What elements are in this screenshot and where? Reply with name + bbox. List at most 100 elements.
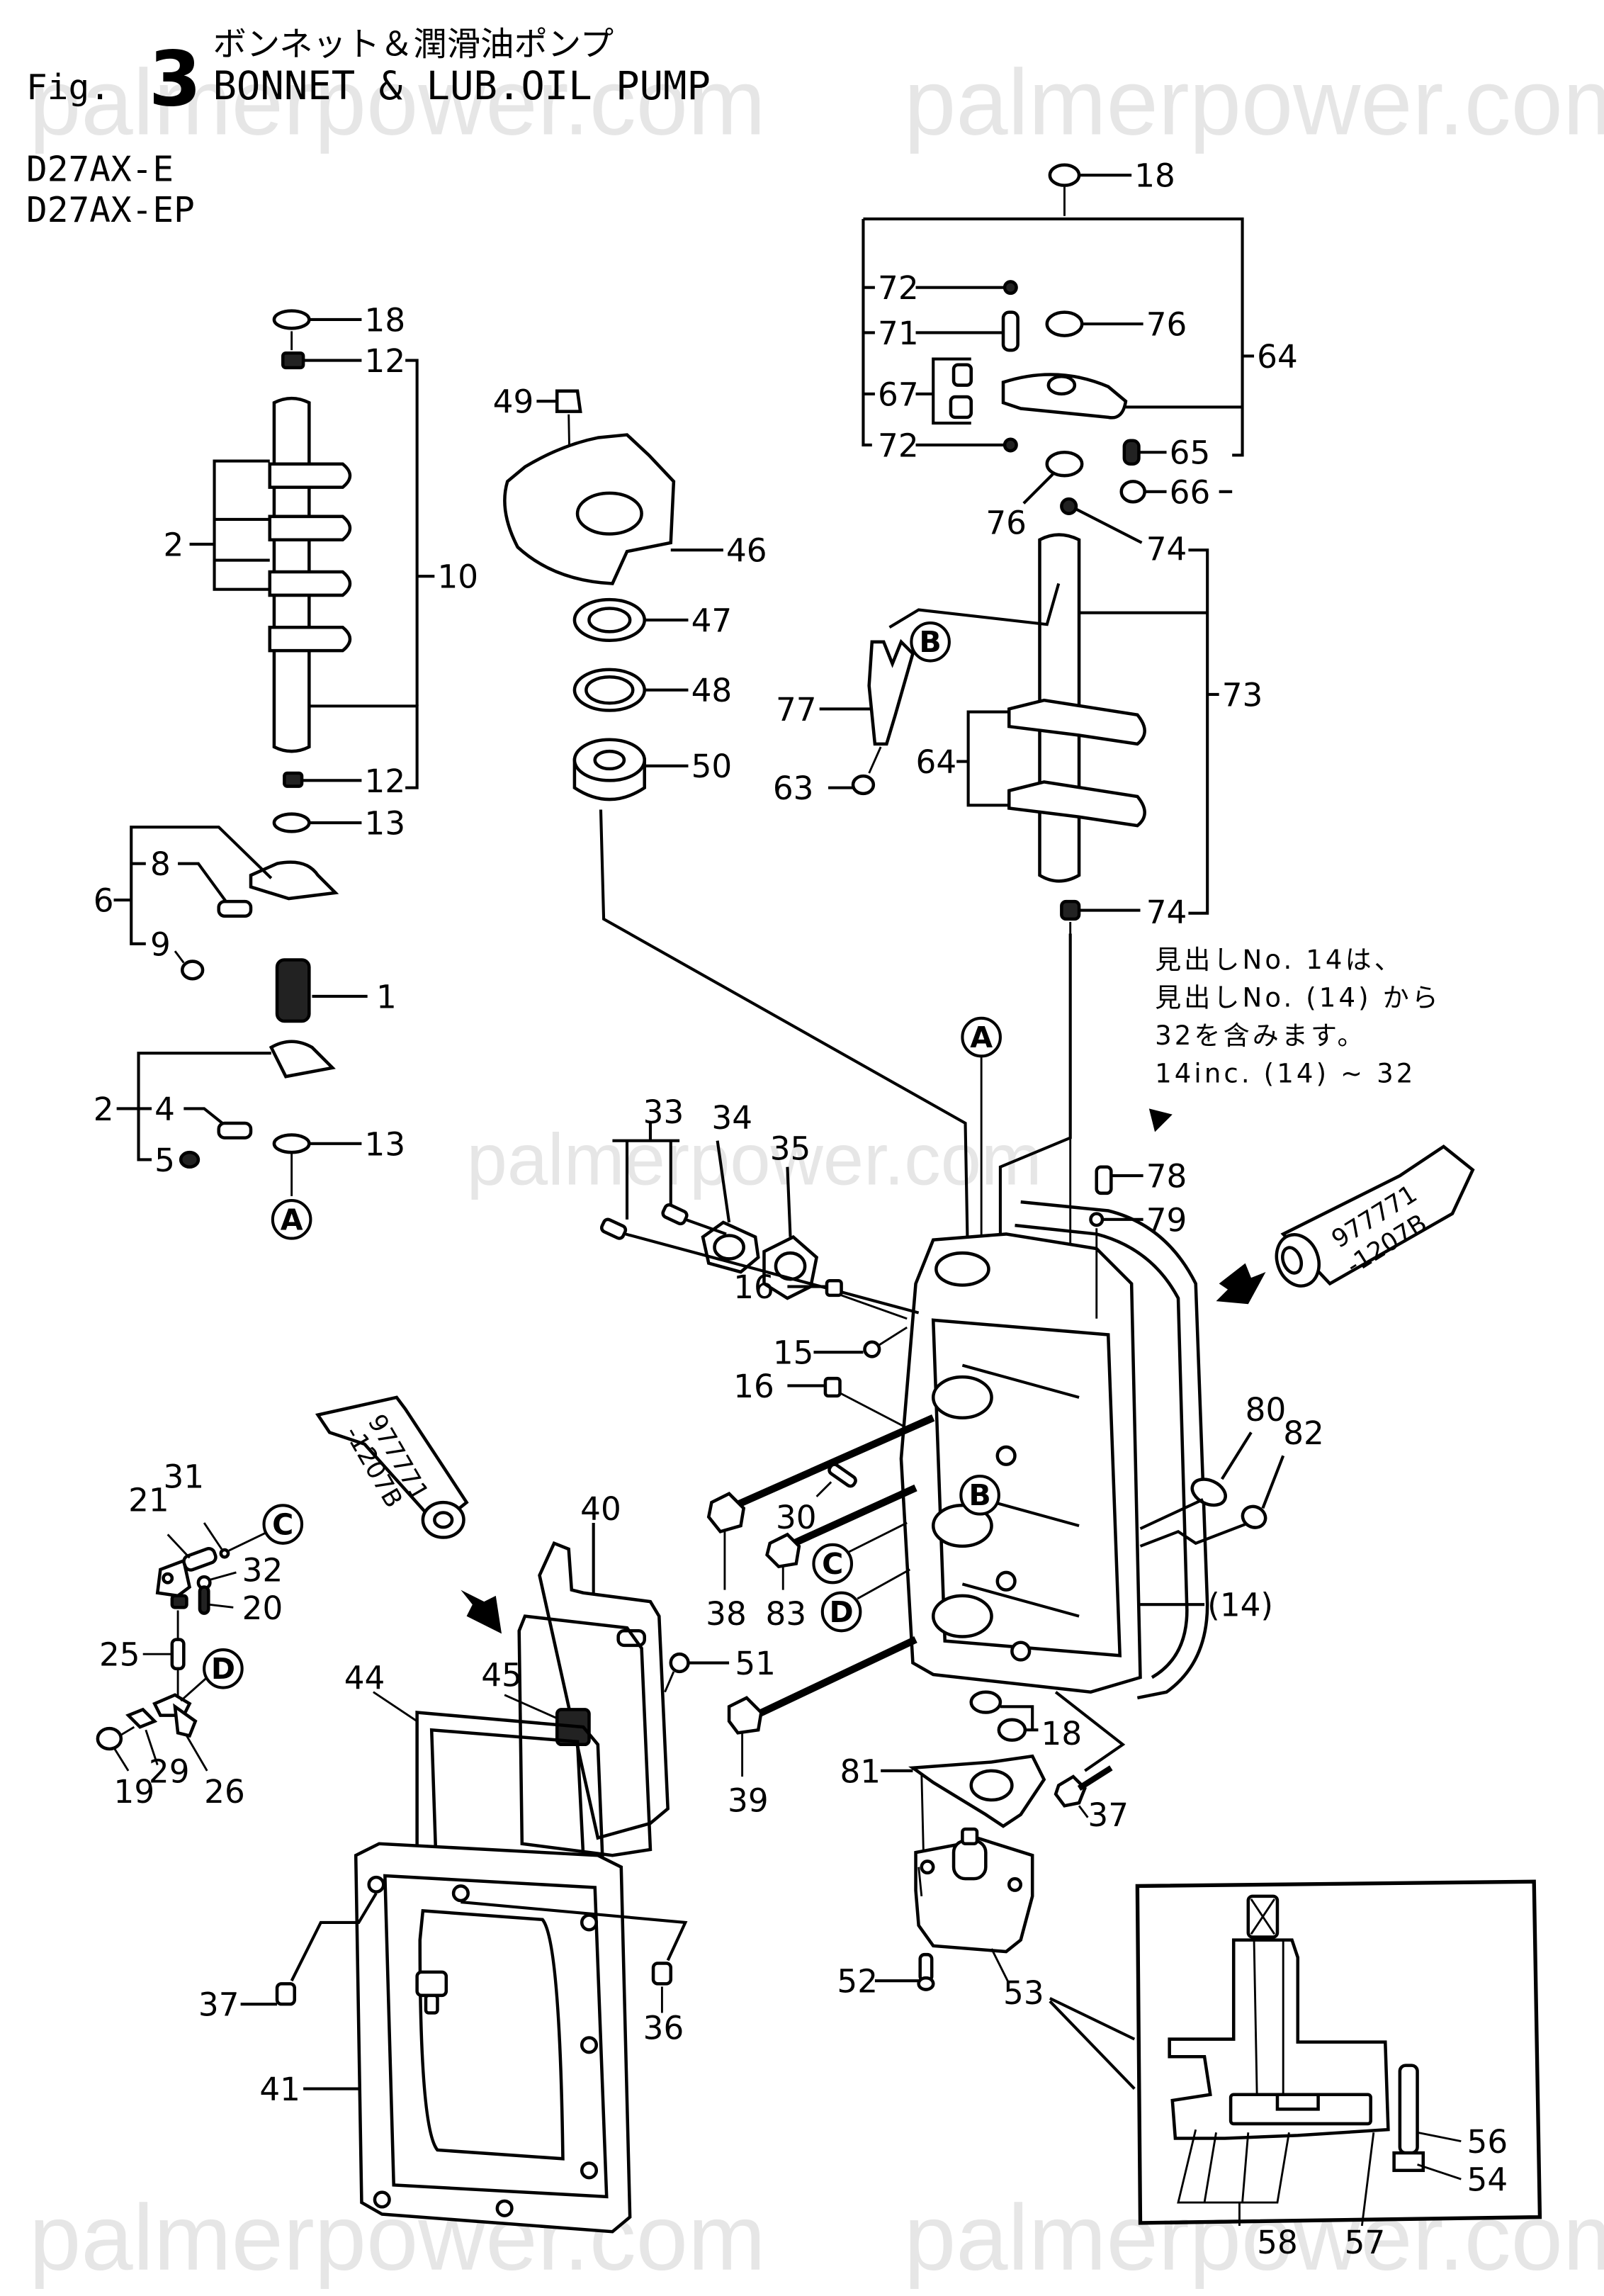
governor-linkage — [96, 1522, 269, 1772]
note-line-3: 32を含みます。 — [1155, 1020, 1367, 1051]
ref-marker-label: D — [211, 1652, 235, 1686]
callout-46: 46 — [726, 532, 767, 570]
callout-77: 77 — [776, 691, 817, 728]
title-english: BONNET & LUB.OIL PUMP — [213, 63, 710, 109]
callout-50: 50 — [691, 748, 733, 785]
ref-marker-label: A — [970, 1020, 993, 1054]
note-line-1: 見出しNo. 14は、 — [1155, 945, 1404, 975]
callout-15: 15 — [773, 1334, 814, 1372]
callout-57: 57 — [1345, 2224, 1386, 2261]
watermark: palmerpower.com — [904, 2185, 1604, 2290]
callout-37: 37 — [1088, 1796, 1129, 1834]
callout-12: 12 — [365, 342, 406, 380]
callout-20: 20 — [242, 1589, 283, 1627]
callout-72: 72 — [878, 427, 919, 464]
callouts-linkage: 31 21 32 20 25 19 29 26 — [99, 1458, 283, 1811]
note-line-4: 14inc. (14) ~ 32 — [1155, 1058, 1416, 1088]
callout-83: 83 — [766, 1595, 807, 1633]
oil-pump — [874, 1690, 1136, 2090]
callout-71: 71 — [878, 315, 919, 352]
callout-6: 6 — [94, 882, 114, 920]
note-line-2: 見出しNo. (14) から — [1155, 982, 1441, 1013]
application-arrow-icon — [1216, 1263, 1266, 1305]
callout-18: 18 — [1134, 157, 1175, 195]
callout-39: 39 — [728, 1782, 769, 1819]
callout-12: 12 — [365, 762, 406, 800]
callout-49: 49 — [493, 383, 534, 421]
ref-marker-label: C — [272, 1507, 293, 1541]
callout-13: 13 — [365, 804, 406, 842]
callout-4: 4 — [154, 1091, 175, 1128]
callout-19: 19 — [114, 1773, 155, 1811]
callouts-covers: 40 44 45 51 39 37 36 41 — [198, 1490, 776, 2108]
callout-36: 36 — [643, 2010, 684, 2047]
callout-64: 64 — [1257, 338, 1298, 376]
callout-45: 45 — [481, 1656, 522, 1694]
bonnet-bearings — [503, 389, 970, 1284]
watermark: palmerpower.com — [29, 50, 766, 154]
callout-40: 40 — [580, 1490, 621, 1528]
callout-16: 16 — [733, 1268, 774, 1306]
callout-48: 48 — [691, 672, 733, 709]
callout-78: 78 — [1146, 1158, 1187, 1195]
callout-54: 54 — [1467, 2161, 1508, 2199]
callouts-inset: 56 54 58 57 — [1257, 2123, 1508, 2261]
callout-80: 80 — [1246, 1391, 1287, 1429]
callout-16: 16 — [733, 1368, 774, 1405]
callouts-head: 33 34 35 78 79 16 15 16 80 82 30 38 83 (… — [643, 1093, 1324, 1633]
callout-10: 10 — [437, 558, 478, 596]
pointer-arrow-icon — [1148, 1108, 1173, 1132]
watermark: palmerpower.com — [904, 50, 1604, 154]
ref-marker-label: B — [968, 1478, 990, 1512]
callout-35: 35 — [770, 1130, 811, 1167]
callout-21: 21 — [128, 1481, 169, 1519]
callout-18: 18 — [365, 301, 406, 339]
callout-8: 8 — [150, 845, 171, 883]
callout-65: 65 — [1170, 434, 1211, 472]
ref-marker-label: D — [829, 1595, 853, 1629]
callouts-right-upper: 18 72 71 76 64 67 72 65 66 76 74 73 77 6… — [773, 157, 1298, 931]
fig-prefix: Fig. — [26, 67, 111, 108]
sealant-tube-right: 977771 -1207B — [1275, 1144, 1475, 1288]
ref-marker-b-upper: B — [910, 621, 951, 663]
note-block: 見出しNo. 14は、 見出しNo. (14) から 32を含みます。 14in… — [1148, 945, 1441, 1132]
callout-30: 30 — [776, 1499, 817, 1536]
callout-44: 44 — [344, 1660, 385, 1697]
ref-markers-head: B C D — [812, 1475, 1000, 1633]
callout-18: 18 — [1041, 1715, 1083, 1752]
callouts-bonnet: 49 46 47 48 50 — [493, 383, 767, 786]
callout-74: 74 — [1146, 894, 1187, 931]
callout-63: 63 — [773, 770, 814, 807]
ref-markers-linkage: C D — [203, 1504, 304, 1689]
callouts-pump: 81 18 37 52 53 — [837, 1715, 1129, 2012]
callout-64: 64 — [916, 743, 957, 781]
callout-76: 76 — [1146, 306, 1187, 344]
ref-marker-a-left: A — [271, 1199, 312, 1240]
ref-marker-label: A — [281, 1203, 303, 1237]
callout-33: 33 — [643, 1093, 684, 1131]
callout-41: 41 — [259, 2071, 300, 2108]
callout-2: 2 — [94, 1091, 114, 1128]
callout-67: 67 — [878, 376, 919, 413]
callout-73: 73 — [1222, 676, 1263, 714]
callout-1: 1 — [376, 978, 397, 1015]
callout-51: 51 — [735, 1645, 776, 1682]
side-covers — [240, 1522, 730, 2234]
callout-5: 5 — [154, 1142, 175, 1179]
application-arrow-icon — [461, 1589, 502, 1634]
ref-marker-label: C — [822, 1547, 843, 1581]
callout-14: (14) — [1207, 1587, 1273, 1624]
callout-2: 2 — [164, 526, 184, 563]
callout-25: 25 — [99, 1636, 140, 1674]
callout-81: 81 — [840, 1752, 881, 1790]
callout-9: 9 — [150, 925, 171, 963]
callout-72: 72 — [878, 269, 919, 307]
callout-31: 31 — [164, 1458, 205, 1496]
callout-47: 47 — [691, 602, 733, 639]
pump-section-inset — [1135, 1879, 1542, 2227]
callout-38: 38 — [706, 1595, 747, 1633]
callout-66: 66 — [1170, 473, 1211, 511]
cylinder-head: A — [599, 933, 1475, 1777]
callout-32: 32 — [242, 1551, 283, 1589]
